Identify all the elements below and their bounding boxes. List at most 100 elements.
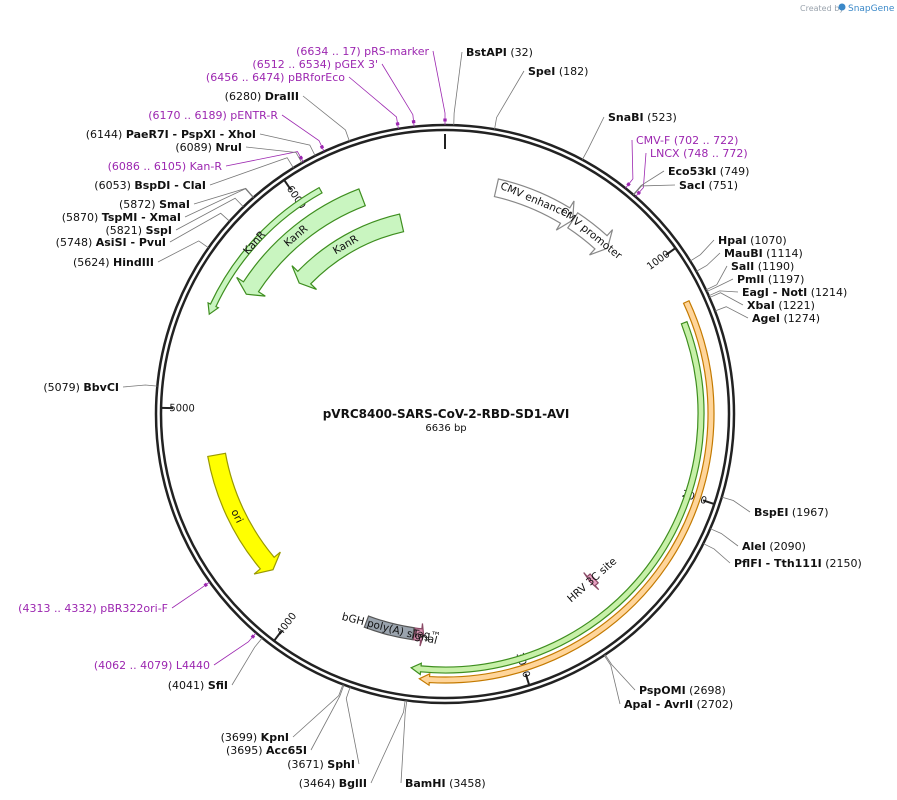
site-leader-line bbox=[581, 116, 605, 160]
tick-label: 1000 bbox=[645, 249, 672, 273]
primer-label[interactable]: (6512 .. 6534) pGEX 3' bbox=[252, 58, 378, 71]
enzyme-label[interactable]: (3699) KpnI bbox=[221, 731, 289, 744]
site-leader-line bbox=[705, 265, 728, 291]
credit-brand: SnapGene bbox=[848, 4, 895, 14]
enzyme-label[interactable]: (3695) Acc65I bbox=[226, 744, 307, 757]
primer-label[interactable]: CMV-F (702 .. 722) bbox=[636, 134, 738, 147]
site-leader-line bbox=[714, 306, 749, 319]
tick-mark bbox=[524, 673, 531, 686]
primer-label[interactable]: (6170 .. 6189) pENTR-R bbox=[148, 109, 278, 122]
site-leader-line bbox=[169, 212, 230, 243]
primer-label[interactable]: LNCX (748 .. 772) bbox=[650, 147, 748, 160]
enzyme-label[interactable]: MauBI (1114) bbox=[724, 247, 803, 260]
enzyme-label[interactable]: PmlI (1197) bbox=[737, 273, 804, 286]
enzyme-label[interactable]: SnaBI (523) bbox=[608, 111, 677, 124]
enzyme-label[interactable]: PspOMI (2698) bbox=[639, 684, 726, 697]
enzyme-label[interactable]: (5748) AsiSI - PvuI bbox=[56, 236, 166, 249]
enzyme-label[interactable]: AleI (2090) bbox=[742, 540, 806, 553]
feature-arc[interactable] bbox=[291, 213, 405, 291]
enzyme-label[interactable]: (5870) TspMI - XmaI bbox=[62, 211, 181, 224]
site-leader-line bbox=[348, 76, 399, 129]
site-leader-line bbox=[245, 146, 303, 164]
site-group: BstAPI (32) SpeI (182) SnaBI (523) CMV-F (7… bbox=[18, 45, 862, 790]
primer-marker bbox=[298, 155, 304, 160]
feature-arc[interactable] bbox=[207, 452, 281, 575]
site-leader-line bbox=[703, 543, 731, 564]
site-leader-line bbox=[292, 684, 344, 738]
enzyme-label[interactable]: (5624) HindIII bbox=[73, 256, 154, 269]
enzyme-label[interactable]: BamHI (3458) bbox=[405, 777, 486, 790]
tick-label: 4000 bbox=[275, 611, 299, 638]
plasmid-length: 6636 bp bbox=[425, 423, 466, 434]
enzyme-label[interactable]: (3671) SphI bbox=[287, 758, 355, 771]
enzyme-label[interactable]: XbaI (1221) bbox=[747, 299, 815, 312]
enzyme-label[interactable]: (3464) BglII bbox=[299, 777, 367, 790]
feature-arc[interactable] bbox=[583, 572, 600, 591]
enzyme-label[interactable]: (4041) SfiI bbox=[168, 679, 228, 692]
site-leader-line bbox=[231, 637, 263, 686]
site-leader-line bbox=[193, 187, 255, 205]
enzyme-label[interactable]: (5821) SspI bbox=[105, 224, 172, 237]
enzyme-label[interactable]: SpeI (182) bbox=[528, 65, 588, 78]
primer-label[interactable]: (4062 .. 4079) L4440 bbox=[94, 659, 210, 672]
site-leader-line bbox=[281, 114, 325, 152]
feature-arc[interactable] bbox=[566, 212, 614, 256]
tick-mark bbox=[273, 630, 283, 642]
site-leader-line bbox=[710, 528, 739, 547]
site-leader-line bbox=[604, 654, 636, 691]
feature-label: HRV 3C site bbox=[565, 555, 619, 605]
enzyme-label[interactable]: HpaI (1070) bbox=[718, 234, 787, 247]
tick-mark bbox=[702, 499, 715, 506]
site-leader-line bbox=[453, 51, 463, 126]
primer-label[interactable]: (6634 .. 17) pRS-marker bbox=[296, 45, 429, 58]
primer-marker bbox=[319, 144, 325, 150]
site-leader-line bbox=[345, 686, 360, 765]
credit-prefix: Created by bbox=[800, 4, 844, 13]
site-leader-line bbox=[706, 278, 734, 292]
enzyme-label[interactable]: (5079) BbvCI bbox=[43, 381, 119, 394]
primer-marker bbox=[203, 582, 208, 588]
enzyme-label[interactable]: (5872) SmaI bbox=[119, 198, 190, 211]
primer-marker bbox=[636, 190, 642, 196]
enzyme-label[interactable]: (6089) NruI bbox=[175, 141, 242, 154]
enzyme-label[interactable]: AgeI (1274) bbox=[752, 312, 820, 325]
enzyme-label[interactable]: (6144) PaeR7I - PspXI - XhoI bbox=[86, 128, 256, 141]
site-leader-line bbox=[625, 139, 634, 189]
site-leader-line bbox=[122, 384, 158, 388]
site-leader-line bbox=[310, 684, 345, 751]
snapgene-logo-icon bbox=[838, 3, 846, 11]
feature-arc[interactable] bbox=[236, 188, 367, 297]
site-leader-line bbox=[696, 252, 721, 272]
site-leader-line bbox=[632, 170, 665, 195]
feature-arc[interactable] bbox=[409, 320, 705, 676]
site-leader-line bbox=[157, 240, 209, 263]
enzyme-label[interactable]: EagI - NotI (1214) bbox=[742, 286, 847, 299]
feature-arc[interactable] bbox=[412, 623, 425, 647]
enzyme-label[interactable]: (6280) DraIII bbox=[225, 90, 299, 103]
primer-marker bbox=[626, 182, 631, 187]
feature-arc[interactable] bbox=[363, 615, 415, 641]
site-leader-line bbox=[175, 197, 244, 231]
primer-label[interactable]: (6086 .. 6105) Kan-R bbox=[108, 160, 223, 173]
site-leader-line bbox=[721, 496, 751, 513]
site-leader-line bbox=[603, 655, 621, 705]
primer-label[interactable]: (4313 .. 4332) pBR322ori-F bbox=[18, 602, 168, 615]
site-leader-line bbox=[689, 239, 715, 262]
primer-label[interactable]: (6456 .. 6474) pBRforEco bbox=[206, 71, 345, 84]
site-leader-line bbox=[494, 70, 525, 130]
enzyme-label[interactable]: Eco53kI (749) bbox=[668, 165, 749, 178]
enzyme-label[interactable]: SacI (751) bbox=[679, 179, 738, 192]
feature-arc[interactable] bbox=[493, 178, 575, 231]
enzyme-label[interactable]: SalI (1190) bbox=[731, 260, 794, 273]
enzyme-label[interactable]: ApaI - AvrII (2702) bbox=[624, 698, 733, 711]
enzyme-label[interactable]: BstAPI (32) bbox=[466, 46, 533, 59]
site-leader-line bbox=[370, 700, 406, 784]
feature-arc[interactable] bbox=[207, 186, 323, 316]
site-leader-line bbox=[400, 700, 408, 784]
enzyme-label[interactable]: BspEI (1967) bbox=[754, 506, 829, 519]
site-leader-line bbox=[709, 292, 744, 306]
enzyme-label[interactable]: PflFI - Tth111I (2150) bbox=[734, 557, 862, 570]
feature-arc[interactable] bbox=[418, 299, 715, 687]
site-leader-line bbox=[432, 50, 446, 125]
enzyme-label[interactable]: (6053) BspDI - ClaI bbox=[94, 179, 206, 192]
